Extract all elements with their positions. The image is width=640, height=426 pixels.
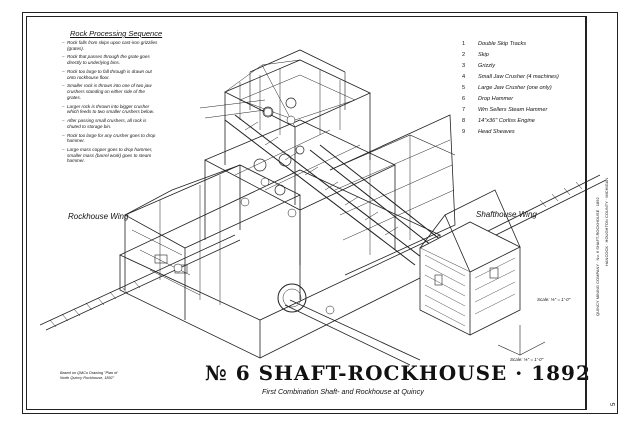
process-steps: Rock falls from skips upon cast-iron gri… xyxy=(62,40,158,167)
scale-label-bottom: Scale: ⅛" = 1'-0" xyxy=(510,357,544,362)
title-block-sheet: 5 xyxy=(611,402,617,406)
title-block-location: HANCOCK · HOUGHTON COUNTY · MICHIGAN xyxy=(604,177,609,266)
process-step: Large mass copper goes to drop hammer, s… xyxy=(62,147,158,164)
process-step: Rock that passes through the grate goes … xyxy=(62,54,158,65)
process-title: Rock Processing Sequence xyxy=(70,29,163,38)
process-step: Larger rock is thrown into bigger crushe… xyxy=(62,104,158,115)
shafthouse-wing-label: Shafthouse Wing xyxy=(476,210,537,219)
rockhouse-wing-label: Rockhouse Wing xyxy=(68,212,129,221)
process-step: After passing small crushers, all rock i… xyxy=(62,118,158,129)
process-step: Rock falls from skips upon cast-iron gri… xyxy=(62,40,158,51)
title-block: QUINCY MINING COMPANY · No. 6 SHAFT-ROCK… xyxy=(586,16,618,410)
drawing-subtitle: First Combination Shaft- and Rockhouse a… xyxy=(262,387,424,396)
scale-label-top: Scale: ⅛" = 1'-0" xyxy=(537,297,571,302)
process-step: Rock too large to fall through is drawn … xyxy=(62,69,158,80)
drawing-border xyxy=(26,16,586,410)
drawing-title: № 6 SHAFT-ROCKHOUSE · 1892 xyxy=(205,361,591,385)
source-note: Based on QMCo Drawing "Plan of North Qui… xyxy=(60,371,118,380)
process-step: Smaller rock is thrown into one of two j… xyxy=(62,83,158,100)
title-block-project: QUINCY MINING COMPANY · No. 6 SHAFT-ROCK… xyxy=(595,197,600,316)
process-step: Rock too large for any crusher goes to d… xyxy=(62,133,158,144)
sheet-border xyxy=(22,12,618,414)
